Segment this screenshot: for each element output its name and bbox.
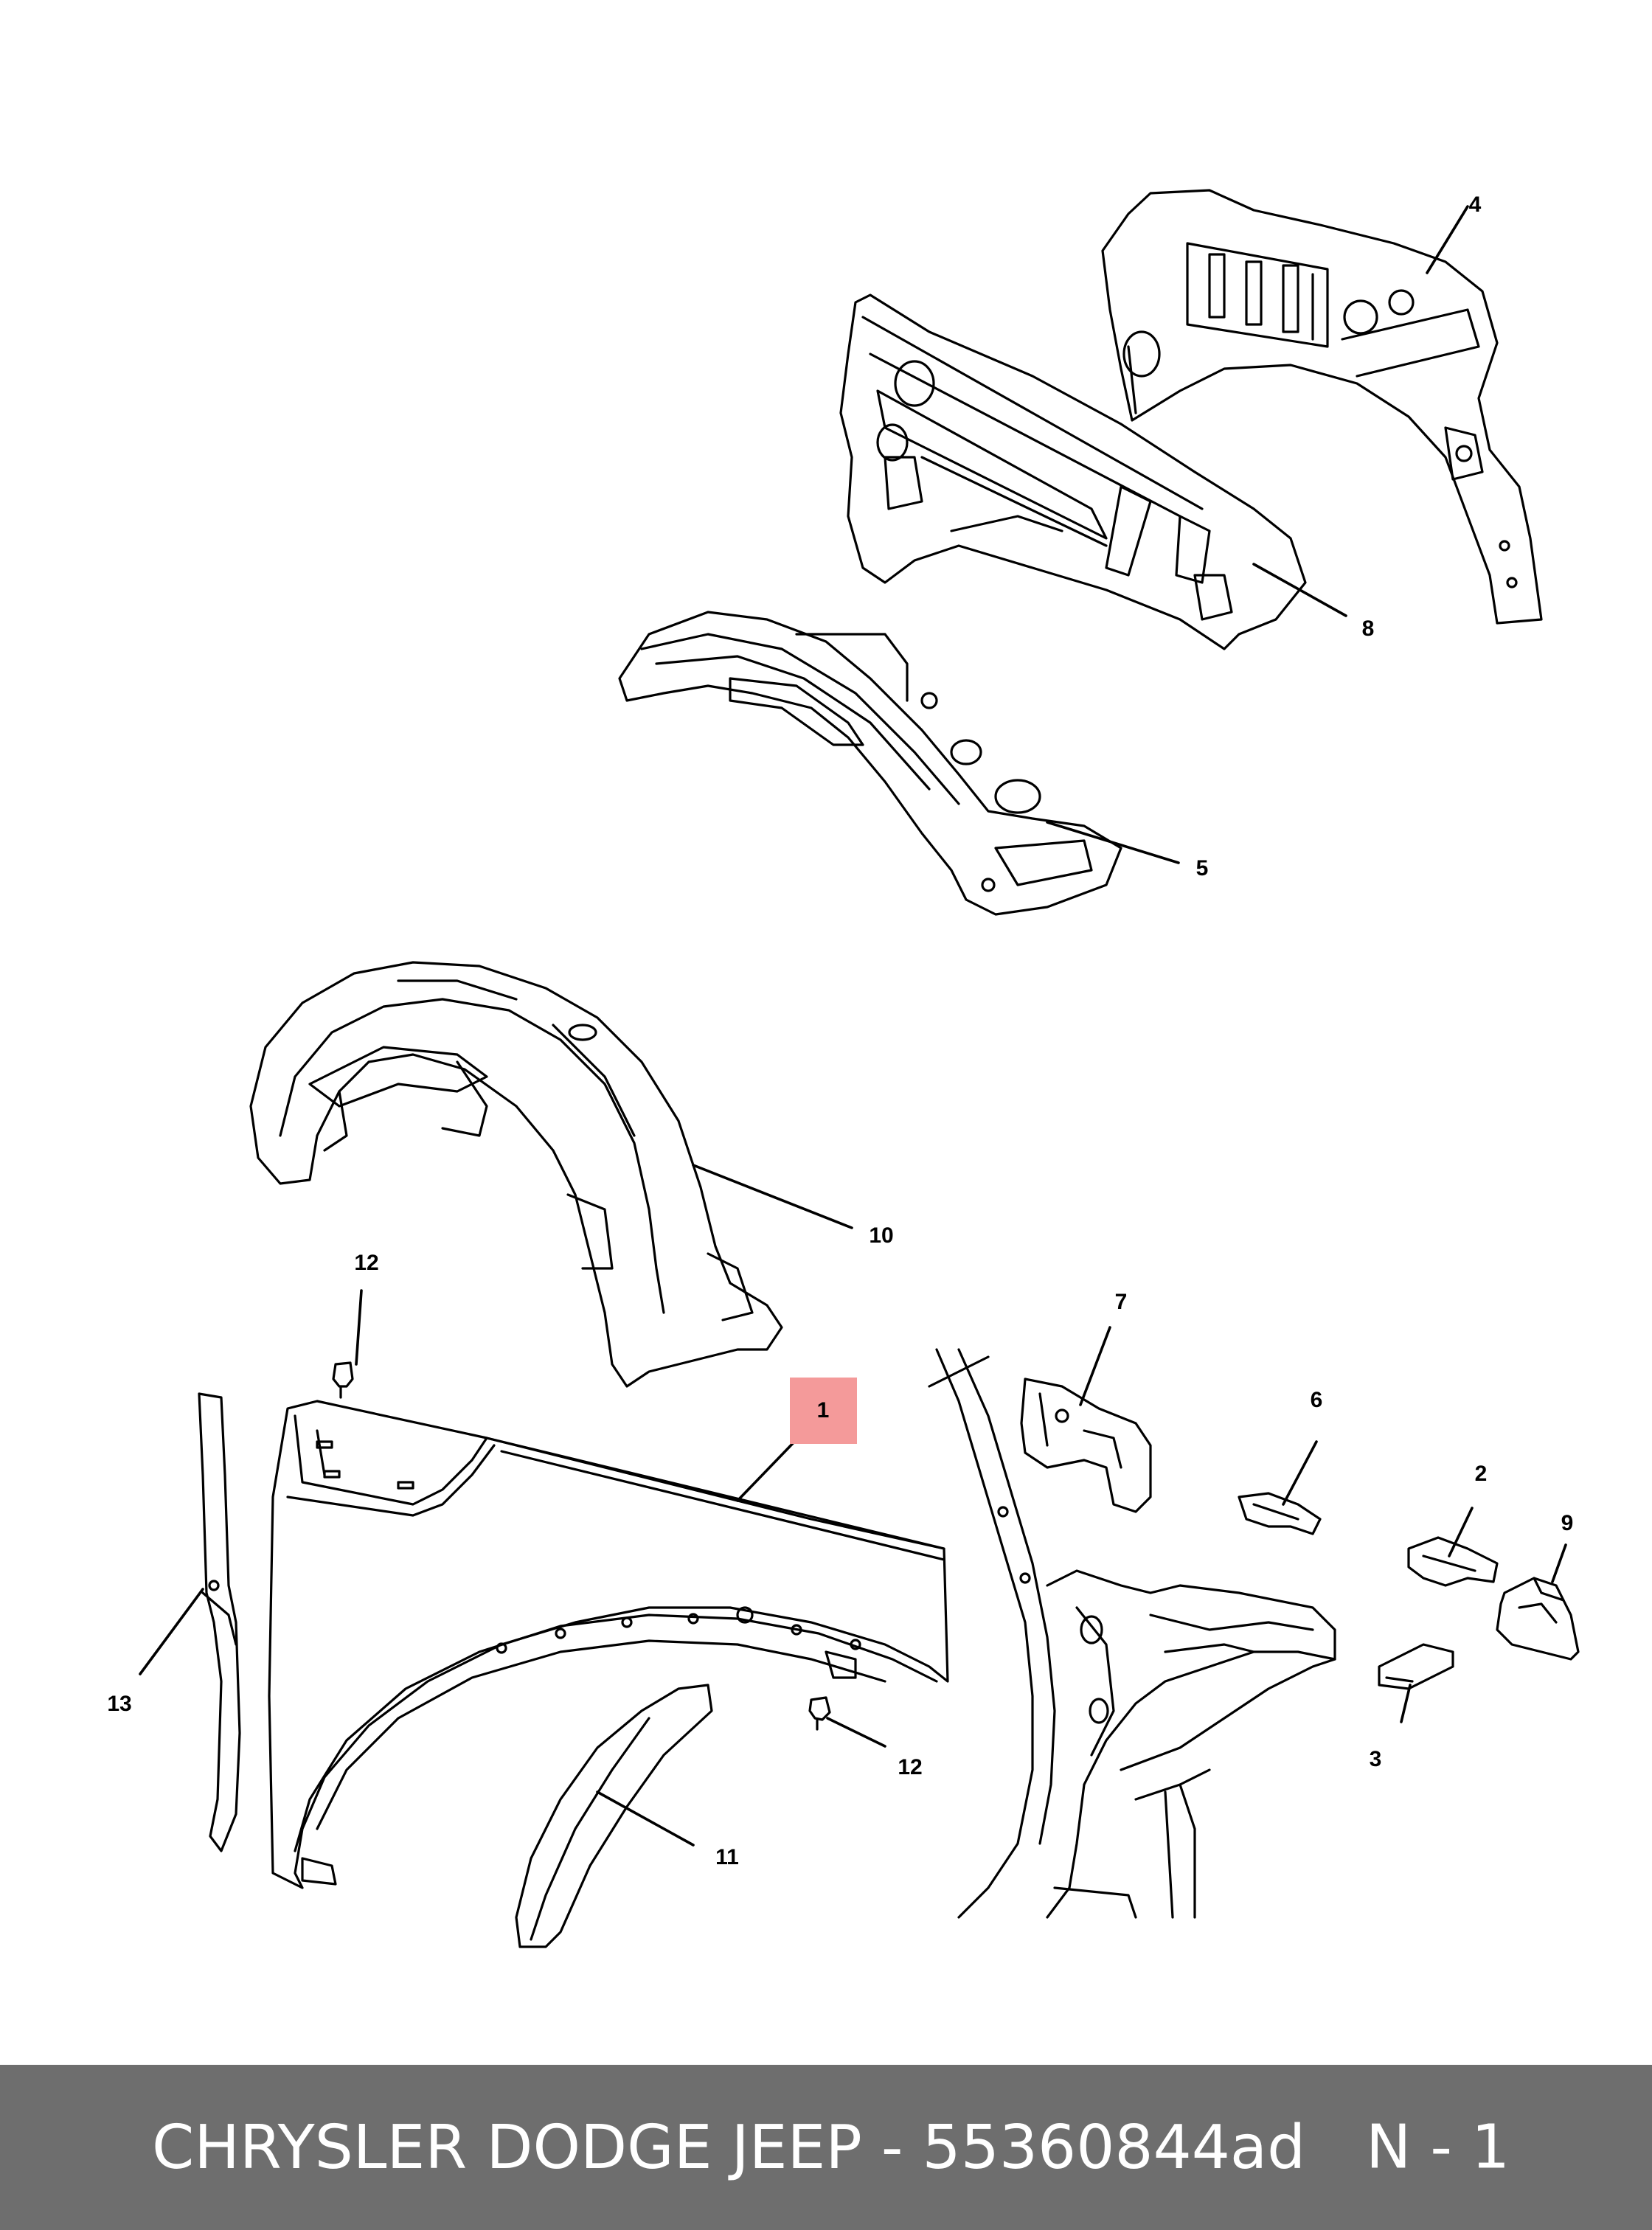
callout-12-lower[interactable]: 12 — [898, 1755, 922, 1779]
part-1-front-fender[interactable] — [268, 1400, 949, 1889]
callout-8[interactable]: 8 — [1362, 616, 1375, 641]
callout-12-upper[interactable]: 12 — [354, 1251, 378, 1275]
callout-1-highlight — [790, 1378, 857, 1444]
part-13-seal[interactable] — [198, 1392, 241, 1852]
part-12-clip-lower[interactable] — [808, 1696, 831, 1731]
callout-4[interactable]: 4 — [1469, 192, 1482, 217]
callout-2[interactable]: 2 — [1475, 1462, 1488, 1486]
callout-9[interactable]: 9 — [1561, 1511, 1574, 1535]
callout-1[interactable]: 1 — [817, 1398, 830, 1423]
parts-diagram: 1 2 3 4 5 6 7 8 9 10 11 12 12 13 — [107, 189, 1580, 1948]
leader-lines — [139, 205, 1567, 1847]
part-7-bracket[interactable] — [1020, 1378, 1152, 1513]
footer-page-number: N - 1 — [1366, 2112, 1510, 2183]
part-12-clip-upper[interactable] — [332, 1361, 354, 1399]
part-10-wheelhouse-liner[interactable] — [249, 961, 783, 1388]
part-9-bracket-block[interactable] — [1496, 1577, 1580, 1661]
callout-10[interactable]: 10 — [869, 1223, 893, 1248]
part-6-small-bracket[interactable] — [1238, 1492, 1322, 1535]
footer-title: CHRYSLER DODGE JEEP - 55360844ad — [152, 2112, 1306, 2183]
callout-7[interactable]: 7 — [1115, 1290, 1128, 1314]
part-2-bracket[interactable] — [1407, 1536, 1499, 1587]
part-11-wheel-flare[interactable] — [515, 1684, 713, 1948]
callout-13[interactable]: 13 — [107, 1692, 131, 1716]
callout-labels: 1 2 3 4 5 6 7 8 9 10 11 12 12 13 — [107, 192, 1573, 1869]
callout-3[interactable]: 3 — [1370, 1747, 1382, 1771]
part-4-cowl-panel[interactable] — [1101, 189, 1543, 625]
footer-bar: CHRYSLER DODGE JEEP - 55360844ad N - 1 — [0, 2065, 1652, 2230]
part-8-apron-rail[interactable] — [839, 293, 1307, 650]
body-side-structure — [928, 1348, 1336, 1919]
part-3-plate[interactable] — [1378, 1643, 1454, 1690]
callout-5[interactable]: 5 — [1196, 856, 1209, 880]
callout-6[interactable]: 6 — [1311, 1388, 1323, 1412]
part-5-wheelhouse-panel[interactable] — [618, 611, 1122, 916]
callout-11[interactable]: 11 — [715, 1845, 739, 1869]
